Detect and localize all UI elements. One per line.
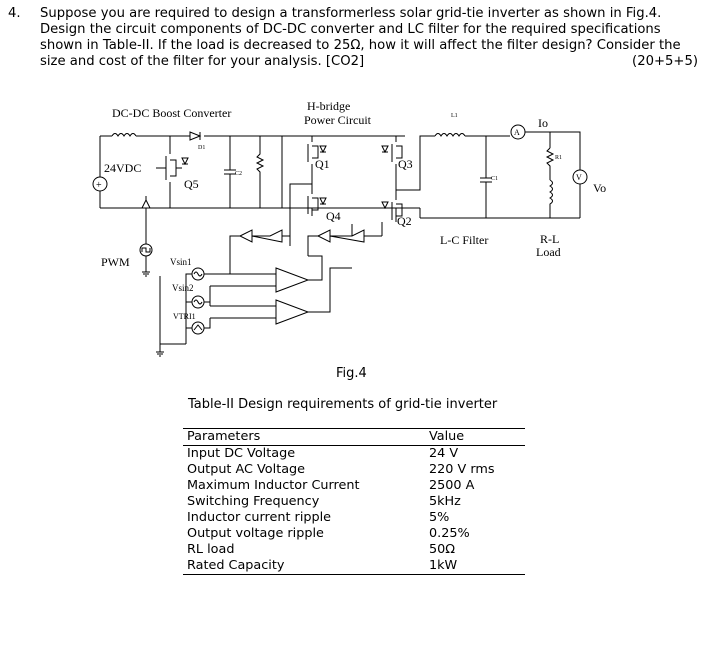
header-parameters: Parameters <box>183 428 423 446</box>
table-header-row: Parameters Value <box>183 428 525 446</box>
label-hbridge-2: Power Circuit <box>304 113 372 127</box>
table-row: RL load 50Ω <box>183 542 525 558</box>
q5-driver <box>141 196 151 209</box>
param-cell: Switching Frequency <box>187 494 320 509</box>
value-cell: 0.25% <box>429 526 470 541</box>
label-pwm: PWM <box>101 255 130 269</box>
switch-q4 <box>307 184 327 216</box>
vtri-icon <box>191 321 205 335</box>
boost-load-resistor <box>255 136 265 208</box>
filter-top-rail-2 <box>525 131 551 148</box>
ammeter-label: A <box>514 128 520 137</box>
gate-driver-right <box>316 229 382 243</box>
boost-inductor <box>111 133 137 137</box>
load-resistor-r1 <box>545 147 555 180</box>
table-row: Output AC Voltage 220 V rms <box>183 462 525 478</box>
comparator-wires <box>210 266 276 319</box>
param-cell: Output voltage ripple <box>187 526 324 541</box>
comparator-1 <box>275 255 323 293</box>
switch-q1 <box>307 136 327 184</box>
param-cell: Rated Capacity <box>183 558 423 575</box>
param-cell: Output AC Voltage <box>187 462 306 477</box>
label-q3: Q3 <box>398 157 413 171</box>
value-cell: 1kW <box>423 558 525 575</box>
label-boost: DC-DC Boost Converter <box>112 106 231 120</box>
label-vo: Vo <box>593 181 606 195</box>
hbridge-out-a <box>289 183 312 246</box>
table-row: Maximum Inductor Current 2500 A <box>183 478 525 494</box>
figure-caption: Fig.4 <box>336 366 367 381</box>
table-row: Output voltage ripple 0.25% <box>183 526 525 542</box>
table-row: Inductor current ripple 5% <box>183 510 525 526</box>
label-hbridge-1: H-bridge <box>307 99 350 113</box>
value-cell: 50Ω <box>429 542 456 557</box>
param-cell: Maximum Inductor Current <box>187 478 360 493</box>
requirements-table: Parameters Value Input DC Voltage 24 V Ou… <box>183 428 525 575</box>
question-text: Suppose you are required to design a tra… <box>40 6 681 69</box>
filter-bottom-rail <box>405 207 580 219</box>
label-c2: C2 <box>235 171 242 177</box>
vtri-wave <box>193 324 203 331</box>
label-vdc: 24VDC <box>104 161 141 175</box>
vsin2-wave <box>193 299 203 305</box>
value-cell: 5% <box>429 510 450 525</box>
label-l1: L1 <box>451 113 458 119</box>
header-value: Value <box>423 428 525 446</box>
gate-driver-links <box>229 222 383 266</box>
label-d1: D1 <box>198 145 205 151</box>
capacitor-c2 <box>224 136 236 208</box>
source-wires <box>185 273 211 344</box>
filter-inductor-l1 <box>434 133 466 137</box>
comparator-2 <box>275 267 352 325</box>
switch-q3 <box>381 136 403 190</box>
vsin1-wave <box>193 271 203 277</box>
question-marks: (20+5+5) <box>632 54 698 69</box>
label-lc-filter: L-C Filter <box>440 233 488 247</box>
label-rl-1: R-L <box>540 232 559 246</box>
switch-q5 <box>165 136 189 208</box>
label-vsin1: Vsin1 <box>170 257 192 267</box>
voltmeter-label: V <box>576 173 582 182</box>
table-row: Input DC Voltage 24 V <box>183 446 525 463</box>
table-caption: Table-II Design requirements of grid-tie… <box>188 397 498 412</box>
param-cell: Input DC Voltage <box>187 446 296 461</box>
label-q4: Q4 <box>326 209 341 223</box>
voltmeter-wires <box>550 131 581 218</box>
label-io: Io <box>538 116 548 130</box>
param-cell: Inductor current ripple <box>187 510 332 525</box>
value-cell: 5kHz <box>429 494 461 509</box>
label-q5: Q5 <box>184 177 199 191</box>
gate-driver-left <box>238 229 290 243</box>
label-q2: Q2 <box>397 214 412 228</box>
value-cell: 24 V <box>429 446 459 461</box>
dc-link-rails <box>281 135 405 209</box>
diode-d1 <box>189 131 202 141</box>
dc-source-plus: + <box>96 180 102 191</box>
param-cell: RL load <box>187 542 235 557</box>
table-row: Switching Frequency 5kHz <box>183 494 525 510</box>
switch-q2 <box>381 190 403 222</box>
circuit-diagram: DC-DC Boost Converter H-bridge Power Cir… <box>92 99 606 357</box>
label-vsin2: Vsin2 <box>172 283 194 293</box>
label-rl-2: Load <box>536 245 561 259</box>
value-cell: 220 V rms <box>429 462 495 477</box>
pwm-ground <box>142 256 150 277</box>
label-c1: C1 <box>491 176 498 182</box>
question-number: 4. <box>8 6 21 21</box>
hbridge-out-b <box>396 135 435 191</box>
label-r1: R1 <box>555 155 562 161</box>
pwm-square-glyph <box>141 247 151 253</box>
load-inductor <box>549 179 553 218</box>
voltmeter-icon <box>572 169 588 185</box>
value-cell: 2500 A <box>429 478 475 493</box>
capacitor-c1 <box>480 136 492 218</box>
sources-ground <box>156 276 186 357</box>
label-q1: Q1 <box>315 157 330 171</box>
label-vtri: VTRI1 <box>173 312 196 321</box>
